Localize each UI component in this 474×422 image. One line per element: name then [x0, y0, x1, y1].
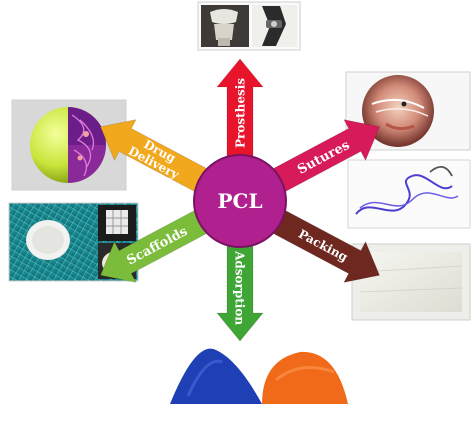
arrow-shape-packing — [268, 207, 381, 283]
arrow-label-adsorption: Adsorption — [233, 250, 247, 325]
arrow-sutures: Sutures — [268, 119, 381, 195]
arrow-shape-adsorption — [216, 242, 264, 342]
suture-thread-image — [347, 159, 471, 229]
pcl-center-label: PCL — [217, 189, 262, 213]
arrow-shape-prosthesis — [216, 58, 264, 160]
pcl-center-circle — [193, 154, 287, 248]
arrow-shape-drug-delivery — [99, 119, 212, 195]
arrow-prosthesis: Prosthesis — [216, 58, 264, 160]
arrow-label-prosthesis: Prosthesis — [233, 78, 247, 148]
nanosphere-image — [11, 99, 127, 191]
arrow-shape-sutures — [268, 119, 381, 195]
powders-image — [170, 348, 348, 404]
orange-powder-pile — [262, 351, 348, 404]
blue-powder-pile — [170, 348, 262, 404]
arrow-shape-scaffolds — [99, 207, 212, 283]
arrow-group: ProsthesisSuturesPackingAdsorptionScaffo… — [99, 58, 381, 342]
arrow-adsorption: Adsorption — [216, 242, 264, 342]
knee-prosthesis-image — [197, 1, 301, 51]
